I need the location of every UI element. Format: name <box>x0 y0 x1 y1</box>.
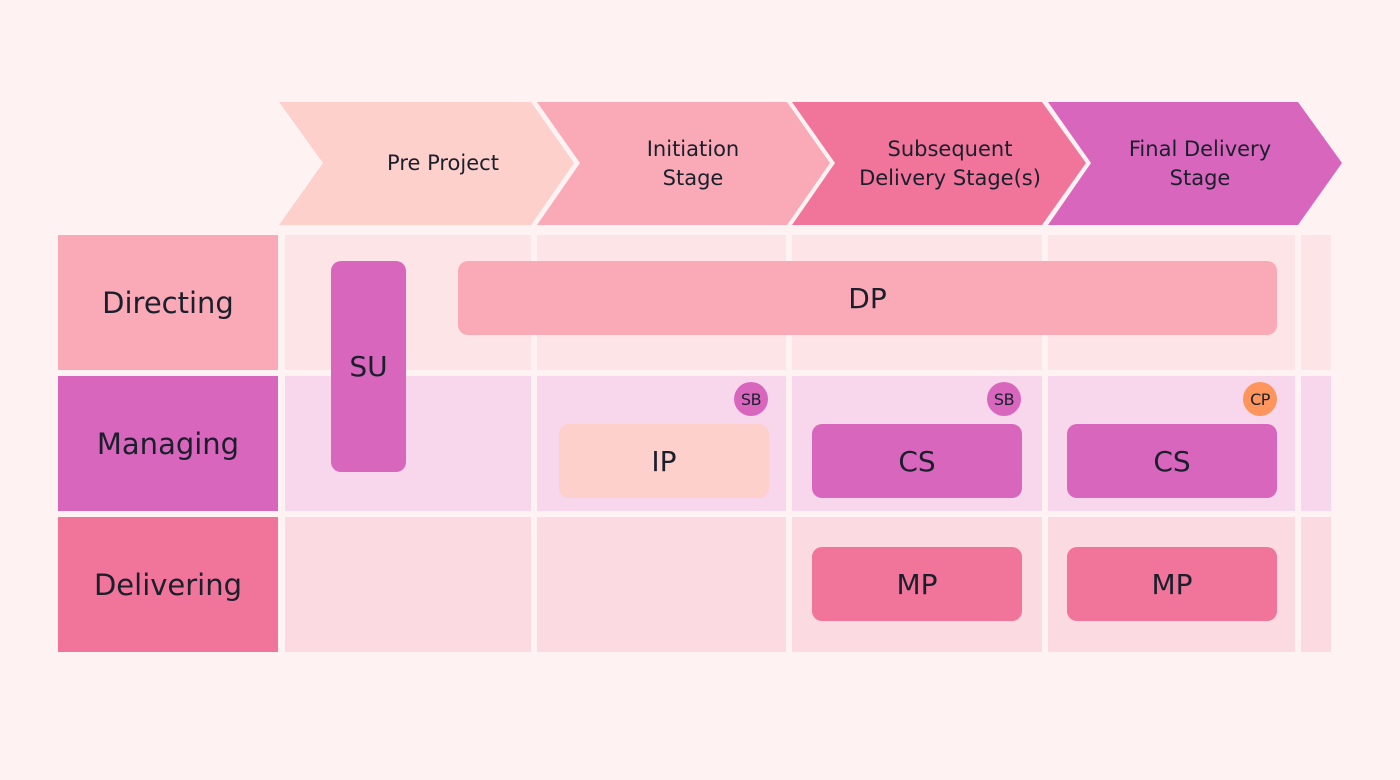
cell-managing-pre-project <box>285 376 531 511</box>
process-cs-controlling-stage-final: CS <box>1067 424 1277 498</box>
process-su-starting-up: SU <box>331 261 406 472</box>
cell-delivering-pre-project <box>285 517 531 652</box>
process-dp-directing-project: DP <box>458 261 1277 335</box>
chevron-initiation-stage <box>537 102 830 225</box>
process-mp-managing-delivery-subsequent: MP <box>812 547 1022 621</box>
process-mp-managing-delivery-final: MP <box>1067 547 1277 621</box>
stage-label-subsequent-delivery: Subsequent Delivery Stage(s) <box>859 136 1041 190</box>
chevron-final-delivery-stage <box>1048 102 1342 225</box>
cell-delivering-end <box>1301 517 1331 652</box>
row-header-delivering: Delivering <box>58 517 278 652</box>
stage-chevrons <box>279 102 1342 225</box>
cell-delivering-initiation <box>537 517 786 652</box>
stage-label-final-delivery: Final Delivery Stage <box>1128 136 1272 190</box>
chevron-subsequent-delivery-stage <box>792 102 1086 225</box>
chevron-pre-project <box>279 102 574 225</box>
badge-cp-final: CP <box>1243 382 1277 416</box>
row-header-managing: Managing <box>58 376 278 511</box>
process-ip-initiating-project: IP <box>559 424 769 498</box>
stage-label-initiation: Initiation Stage <box>646 136 740 190</box>
row-header-directing: Directing <box>58 235 278 370</box>
process-cs-controlling-stage-subsequent: CS <box>812 424 1022 498</box>
badge-sb-subsequent: SB <box>987 382 1021 416</box>
badge-sb-initiation: SB <box>734 382 768 416</box>
stage-label-pre-project: Pre Project <box>387 151 499 175</box>
cell-managing-end <box>1301 376 1331 511</box>
cell-directing-end <box>1301 235 1331 370</box>
